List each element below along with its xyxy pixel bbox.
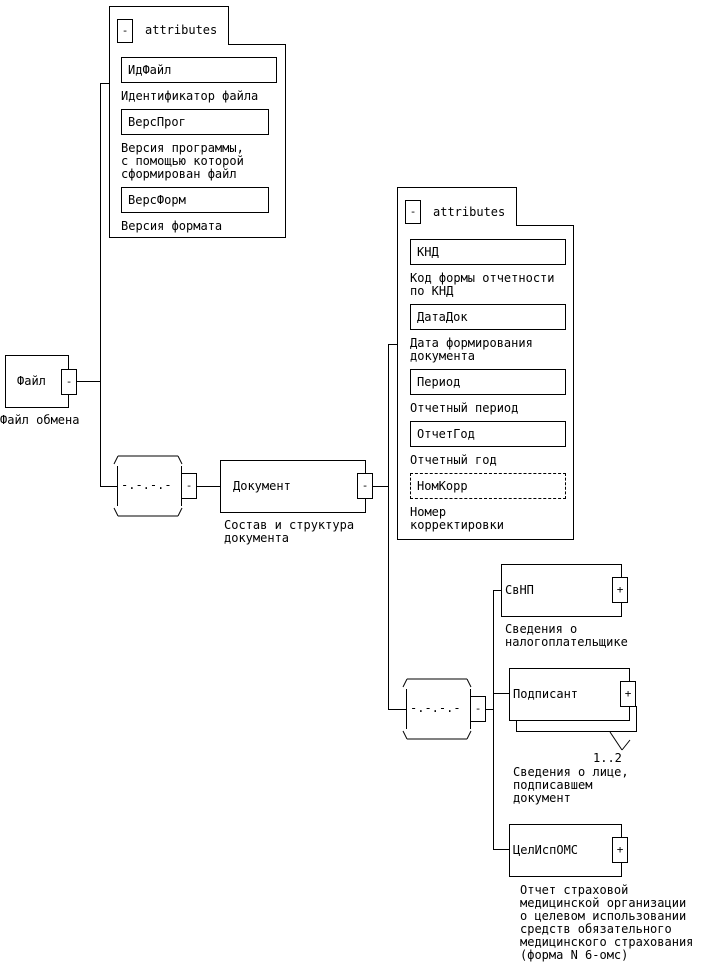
element-description: Состав и структура документа: [224, 518, 355, 545]
element-name: Файл: [17, 374, 46, 388]
connector: [77, 381, 100, 382]
element-name: СвНП: [505, 583, 534, 597]
attribute-КНД[interactable]: КНД: [410, 239, 566, 265]
connector: [493, 693, 509, 694]
element-Файл[interactable]: [5, 355, 69, 408]
element-name: Документ: [233, 479, 291, 493]
attribute-description: Идентификатор файла: [121, 89, 259, 103]
multiplicity-marker-icon: [609, 731, 631, 751]
element-name: ЦелИспОМС: [513, 843, 579, 857]
connector: [388, 344, 397, 345]
tab-edge: [228, 44, 286, 45]
document-sequence-toggle-button[interactable]: -: [470, 696, 486, 722]
connector: [100, 83, 109, 84]
connector: [197, 486, 221, 487]
attribute-description: Отчетный год: [410, 453, 497, 467]
attribute-description: Версия формата: [121, 219, 223, 233]
ЦелИспОМС-expand-button[interactable]: +: [612, 837, 628, 863]
element-description: Файл обмена: [0, 413, 80, 427]
attribute-description: Номер корректировки: [410, 505, 504, 532]
attribute-ОтчетГод[interactable]: ОтчетГод: [410, 421, 566, 447]
multiplicity-shadow: [516, 731, 637, 732]
sequence-symbol: -.-.-.-: [121, 478, 172, 492]
attribute-Период[interactable]: Период: [410, 369, 566, 395]
document-toggle-button[interactable]: -: [357, 473, 373, 499]
attribute-description: Версия программы, с помощью которой сфор…: [121, 141, 244, 181]
element-description: Отчет страховой медицинской организации …: [520, 883, 694, 962]
Подписант-expand-button[interactable]: +: [620, 681, 636, 707]
document-attributes-header: attributes: [433, 205, 506, 219]
element-ЦелИспОМС[interactable]: [509, 824, 622, 877]
root-sequence-toggle-button[interactable]: -: [181, 473, 197, 499]
multiplicity-shadow: [516, 718, 517, 732]
document-attributes-toggle-button[interactable]: -: [405, 200, 421, 224]
attribute-description: Дата формирования документа: [410, 336, 533, 363]
root-toggle-button[interactable]: -: [61, 369, 77, 395]
connector: [493, 590, 494, 849]
multiplicity-shadow: [636, 706, 637, 732]
sequence-symbol: -.-.-.-: [410, 701, 461, 715]
element-Документ[interactable]: [220, 460, 366, 513]
attribute-ДатаДок[interactable]: ДатаДок: [410, 304, 566, 330]
element-description: Сведения о налогоплательщике: [505, 622, 628, 649]
connector: [373, 486, 389, 487]
connector: [493, 590, 502, 591]
connector: [388, 709, 406, 710]
connector: [493, 849, 509, 850]
СвНП-expand-button[interactable]: +: [612, 577, 628, 603]
element-description: Сведения о лице, подписавшем документ: [513, 765, 629, 805]
tab-edge: [516, 225, 574, 226]
attribute-НомКорр-optional[interactable]: НомКорр: [410, 473, 566, 499]
connector: [100, 83, 101, 486]
attribute-ИдФайл[interactable]: ИдФайл: [121, 57, 277, 83]
connector: [100, 486, 117, 487]
multiplicity-label: 1..2: [593, 751, 622, 765]
root-attributes-header: attributes: [145, 23, 218, 37]
element-СвНП[interactable]: [501, 564, 622, 617]
attribute-ВерсФорм[interactable]: ВерсФорм: [121, 187, 269, 213]
root-attributes-toggle-button[interactable]: -: [117, 19, 133, 43]
connector: [388, 344, 389, 710]
attribute-description: Код формы отчетности по КНД: [410, 271, 555, 298]
attribute-ВерсПрог[interactable]: ВерсПрог: [121, 109, 269, 135]
attribute-description: Отчетный период: [410, 401, 519, 415]
element-name: Подписант: [513, 687, 579, 701]
connector: [486, 709, 494, 710]
